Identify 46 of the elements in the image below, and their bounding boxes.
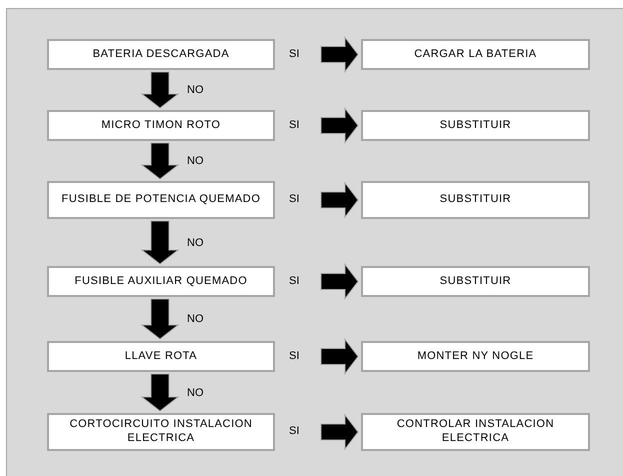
- process-box: [361, 266, 590, 297]
- box-text: SUBSTITUIR: [440, 193, 512, 207]
- edge-label: NO: [187, 386, 204, 398]
- edge-label: SI: [289, 193, 300, 205]
- box-text: CARGAR LA BATERIA: [414, 48, 537, 62]
- box-text: LLAVE ROTA: [124, 350, 198, 364]
- process-box: [361, 341, 590, 372]
- edge-label: SI: [289, 350, 300, 362]
- box-text: SUBSTITUIR: [440, 118, 512, 132]
- block-arrow: [140, 374, 180, 412]
- edge-label: NO: [187, 313, 204, 325]
- process-box: [47, 266, 275, 297]
- process-box: [361, 181, 590, 219]
- process-box: [361, 39, 590, 70]
- process-box: [47, 39, 275, 70]
- box-text: MICRO TIMON ROTO: [101, 118, 221, 132]
- block-arrow: [140, 298, 180, 340]
- process-box: [47, 413, 275, 451]
- box-text: SUBSTITUIR: [440, 274, 512, 288]
- block-arrow: [320, 263, 359, 300]
- block-arrow: [140, 142, 180, 180]
- process-box: [47, 110, 275, 141]
- process-box: [361, 413, 590, 451]
- block-arrow: [320, 182, 359, 218]
- block-arrow: [320, 36, 359, 73]
- process-box: [47, 341, 275, 372]
- edge-label: SI: [289, 425, 300, 437]
- edge-label: SI: [289, 48, 300, 60]
- box-text: MONTER NY NOGLE: [417, 350, 534, 364]
- block-arrow: [320, 107, 359, 144]
- block-arrow: [320, 338, 359, 375]
- box-text: FUSIBLE DE POTENCIA QUEMADO: [62, 193, 260, 207]
- edge-label: NO: [187, 155, 204, 167]
- block-arrow: [320, 414, 359, 450]
- edge-label: SI: [289, 274, 300, 286]
- block-arrow: [140, 72, 180, 109]
- block-arrow: [140, 220, 180, 265]
- box-text: BATERIA DESCARGADA: [92, 48, 230, 62]
- process-box: [361, 110, 590, 141]
- box-text: FUSIBLE AUXILIAR QUEMADO: [74, 274, 248, 288]
- box-text: CONTROLAR INSTALACION ELECTRICA: [396, 418, 556, 446]
- edge-label: SI: [289, 118, 300, 130]
- process-box: [47, 181, 275, 219]
- edge-label: NO: [187, 84, 204, 96]
- edge-label: NO: [187, 236, 204, 248]
- box-text: CORTOCIRCUITO INSTALACION ELECTRICA: [68, 418, 254, 446]
